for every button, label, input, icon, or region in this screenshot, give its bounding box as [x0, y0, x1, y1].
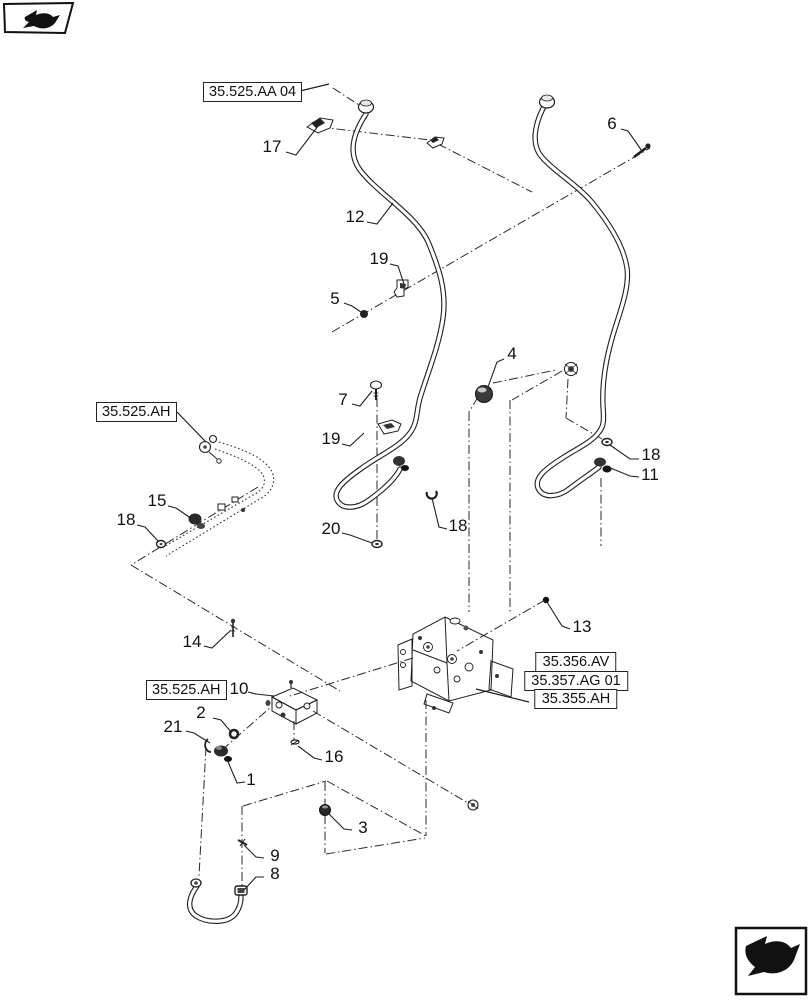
clip-21 — [204, 738, 212, 753]
leader-line — [620, 128, 643, 152]
washer-20 — [371, 539, 383, 549]
clip-17 — [306, 117, 334, 134]
leader-line — [247, 691, 275, 697]
fitting-8 — [234, 885, 248, 896]
callout-8[interactable]: 8 — [270, 864, 280, 883]
fitting-1 — [214, 745, 232, 762]
leader-lines — [136, 83, 643, 891]
callout-9[interactable]: 9 — [270, 846, 280, 865]
o-ring-2 — [228, 728, 240, 740]
centerlines — [130, 87, 651, 888]
leader-line — [167, 505, 193, 520]
ref-row-35-355-AH[interactable]: 35.355.AH — [534, 689, 618, 710]
callout-14[interactable]: 14 — [182, 632, 202, 651]
callout-7[interactable]: 7 — [338, 390, 348, 409]
callout-6[interactable]: 6 — [607, 114, 617, 133]
washer-18-left — [155, 539, 167, 549]
leader-line — [176, 411, 207, 443]
next-figure-button[interactable] — [734, 926, 809, 998]
tube-11-artwork — [532, 100, 631, 499]
back-arrow-icon — [23, 10, 60, 29]
forward-arrow-icon — [745, 936, 800, 976]
callout-3[interactable]: 3 — [358, 818, 368, 837]
leader-line — [341, 432, 365, 447]
leader-line — [351, 390, 373, 407]
leader-line — [607, 466, 640, 478]
dotted-hose-artwork — [159, 441, 275, 557]
nut-5 — [360, 310, 368, 318]
y-fitting-upper — [198, 434, 222, 464]
leader-line — [609, 444, 639, 460]
clip-19-lower — [377, 419, 402, 435]
ref-aa04[interactable]: 35.525.AA 04 — [203, 82, 303, 102]
leader-line — [243, 844, 265, 859]
ref-row-35-357-AG-01[interactable]: 35.357.AG 01 — [524, 670, 628, 691]
callout-17[interactable]: 17 — [262, 137, 282, 156]
callout-10[interactable]: 10 — [229, 679, 249, 698]
leader-line — [185, 730, 211, 744]
callout-11[interactable]: 11 — [641, 465, 659, 484]
leader-line — [297, 745, 323, 761]
clip-16 — [290, 739, 300, 746]
pipe-8-artwork — [187, 883, 244, 924]
callout-12[interactable]: 12 — [345, 207, 365, 226]
junction-block-artwork — [265, 680, 319, 725]
bolt-6 — [633, 143, 651, 159]
tube-12-artwork — [333, 111, 447, 510]
plug-4 — [475, 385, 493, 403]
washer-18-right — [601, 437, 613, 447]
pipe-8-end-fitting — [190, 878, 202, 888]
clip-19-upper — [393, 279, 409, 298]
leader-line — [343, 302, 362, 313]
clip-9 — [237, 838, 248, 847]
leader-line — [487, 358, 505, 388]
callout-4[interactable]: 4 — [507, 344, 517, 363]
leader-line — [366, 202, 394, 225]
leader-line — [431, 497, 448, 530]
leader-line — [327, 812, 353, 831]
leader-line — [299, 83, 330, 92]
clip-upper-center — [426, 136, 445, 149]
bolt-7 — [369, 380, 383, 400]
callout-15[interactable]: 15 — [147, 491, 167, 510]
callout-1[interactable]: 1 — [246, 770, 256, 789]
leader-line — [546, 601, 571, 630]
callout-18[interactable]: 18 — [641, 445, 661, 464]
fitting-15 — [188, 513, 205, 529]
leader-line — [136, 524, 159, 542]
ref-ah-lower[interactable]: 35.525.AH — [146, 680, 227, 700]
valve-block-artwork — [397, 616, 514, 714]
callout-16[interactable]: 16 — [324, 747, 344, 766]
leader-line — [285, 125, 319, 156]
callout-13[interactable]: 13 — [572, 617, 592, 636]
leader-line — [203, 629, 232, 649]
ref-ah-upper[interactable]: 35.525.AH — [96, 402, 177, 422]
prev-figure-button[interactable] — [3, 2, 81, 36]
leader-line — [212, 717, 232, 733]
clip-18-center — [425, 490, 438, 500]
leader-line — [243, 876, 264, 891]
screw-13 — [542, 596, 550, 604]
callout-18[interactable]: 18 — [116, 510, 136, 529]
ref-row-35-356-AV[interactable]: 35.356.AV — [535, 652, 617, 673]
fitting-lower-right — [467, 799, 479, 811]
nut-3 — [319, 804, 331, 816]
pin-14 — [230, 618, 236, 637]
tube-12-end-fitting — [393, 456, 409, 471]
leader-line — [225, 756, 246, 784]
callout-5[interactable]: 5 — [330, 289, 340, 308]
callout-18[interactable]: 18 — [448, 516, 468, 535]
leader-line — [389, 263, 405, 285]
callout-19[interactable]: 19 — [321, 429, 341, 448]
callout-19[interactable]: 19 — [369, 249, 389, 268]
leader-line — [475, 688, 530, 703]
callout-20[interactable]: 20 — [321, 519, 341, 538]
leader-line — [341, 532, 373, 544]
grommet-fitting — [564, 362, 578, 376]
callout-21[interactable]: 21 — [163, 717, 183, 736]
callout-2[interactable]: 2 — [196, 703, 206, 722]
